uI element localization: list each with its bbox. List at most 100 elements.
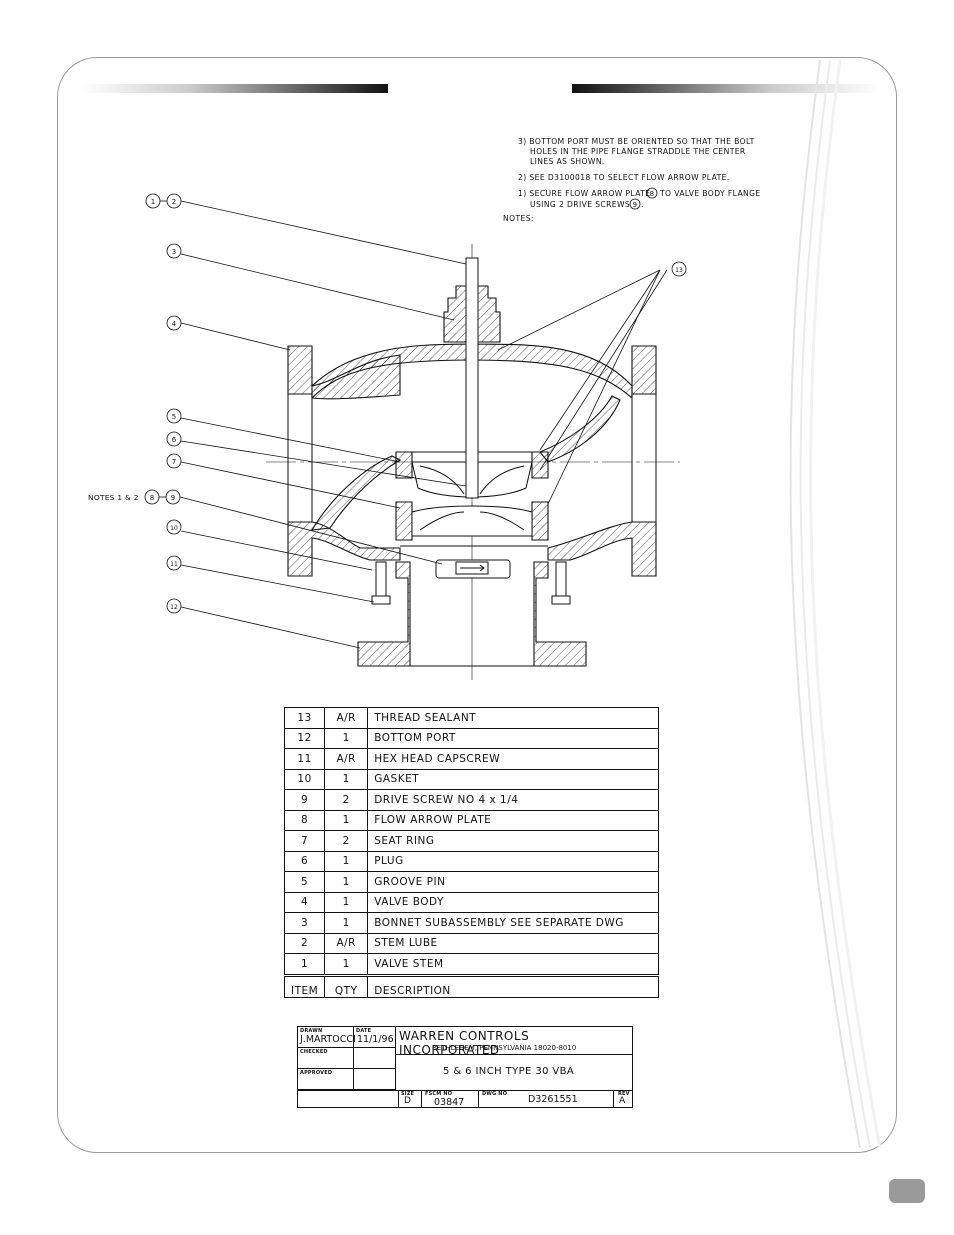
qty-cell: 2 xyxy=(324,830,369,852)
note-1-line-2a: USING 2 DRIVE SCREWS xyxy=(530,200,630,209)
note-1-line-1a: 1) SECURE FLOW ARROW PLATE xyxy=(518,189,650,198)
note-3-line-1: 3) BOTTOM PORT MUST BE ORIENTED SO THAT … xyxy=(518,137,755,146)
balloon-9 xyxy=(165,489,181,505)
balloon-12-label: 12 xyxy=(170,604,178,611)
balloon-3 xyxy=(166,243,182,259)
seat-ring-upper-right xyxy=(531,451,549,479)
note-2: 2) SEE D3100018 TO SELECT FLOW ARROW PLA… xyxy=(518,173,730,182)
company-address: BETHLEHEM, PENNSYLVANIA 18020-8010 xyxy=(432,1044,577,1052)
seat-ring-lower xyxy=(395,501,413,541)
balloon-11 xyxy=(166,555,182,571)
note-3-line-3: LINES AS SHOWN. xyxy=(530,157,605,166)
drawn-label: DRAWN xyxy=(300,1028,323,1034)
item-cell: 2 xyxy=(283,932,326,954)
balloon-5 xyxy=(166,408,182,424)
description-cell: STEM LUBE xyxy=(367,932,659,954)
balloon-4-label: 4 xyxy=(172,320,177,328)
checked-label: CHECKED xyxy=(300,1049,328,1055)
description-cell: DRIVE SCREW NO 4 x 1/4 xyxy=(367,789,659,811)
bottom-port-right xyxy=(533,561,587,667)
approved-label: APPROVED xyxy=(300,1070,333,1076)
drawn-by: J.MARTOCCI xyxy=(300,1034,356,1045)
qty-cell: 1 xyxy=(324,891,369,913)
decorative-swoosh xyxy=(789,60,882,1149)
drawing-title: 5 & 6 INCH TYPE 30 VBA xyxy=(443,1066,575,1077)
note-1-ref-balloon-9 xyxy=(629,198,641,210)
description-cell: VALVE BODY xyxy=(367,891,659,913)
capscrew-right xyxy=(555,561,567,597)
balloon-13-label: 13 xyxy=(675,267,683,274)
balloon-1-label: 1 xyxy=(151,198,155,206)
capscrew-right-head xyxy=(551,595,571,605)
balloon-7-label: 7 xyxy=(172,458,176,466)
title-block: DRAWN J.MARTOCCI DATE 11/1/96 CHECKED AP… xyxy=(297,1026,633,1108)
description-cell: SEAT RING xyxy=(367,830,659,852)
valve-stem xyxy=(465,257,479,499)
dwg-no-label: DWG NO xyxy=(482,1091,508,1097)
item-cell: 11 xyxy=(283,748,326,770)
balloon-7 xyxy=(166,453,182,469)
notes-block: 3) BOTTOM PORT MUST BE ORIENTED SO THAT … xyxy=(503,137,760,223)
valve-cross-section-drawing: 1 2 3 4 5 6 7 8 9 10 11 12 13 NOTES 1 & … xyxy=(88,193,687,680)
note-1-ref-balloon-8 xyxy=(646,187,658,199)
description-cell: BOTTOM PORT xyxy=(367,727,659,749)
drawing-date: 11/1/96 xyxy=(357,1034,394,1045)
description-cell: GROOVE PIN xyxy=(367,871,659,893)
qty-cell: 1 xyxy=(324,809,369,831)
balloon-5-label: 5 xyxy=(172,413,176,421)
item-cell: 8 xyxy=(283,809,326,831)
item-cell: 7 xyxy=(283,830,326,852)
note-1-line-2b: . xyxy=(641,200,644,209)
item-cell: 3 xyxy=(283,912,326,934)
item-header: ITEM xyxy=(283,973,326,998)
balloon-6-label: 6 xyxy=(172,436,177,444)
partition-web-right xyxy=(539,395,621,463)
balloon-6 xyxy=(166,431,182,447)
qty-cell: A/R xyxy=(324,748,369,770)
balloon-2-label: 2 xyxy=(172,198,176,206)
revision: A xyxy=(619,1096,626,1106)
description-cell: HEX HEAD CAPSCREW xyxy=(367,748,659,770)
qty-cell: 1 xyxy=(324,727,369,749)
description-cell: PLUG xyxy=(367,850,659,872)
drawing-size: D xyxy=(404,1096,411,1106)
date-label: DATE xyxy=(356,1028,372,1034)
fscm-number: 03847 xyxy=(434,1097,465,1108)
qty-cell: 1 xyxy=(324,953,369,976)
note-3-line-2: HOLES IN THE PIPE FLANGE STRADDLE THE CE… xyxy=(530,147,746,156)
rev-label: REV xyxy=(618,1091,630,1097)
balloon-10 xyxy=(166,519,182,535)
item-cell: 4 xyxy=(283,891,326,913)
balloon-11-label: 11 xyxy=(170,561,178,568)
notes-ref-label: NOTES 1 & 2 xyxy=(88,493,139,502)
plug-lower xyxy=(411,505,533,537)
balloon-13 xyxy=(671,261,687,277)
qty-cell: 1 xyxy=(324,768,369,790)
item-cell: 6 xyxy=(283,850,326,872)
bottom-port xyxy=(357,561,411,667)
item-cell: 13 xyxy=(283,707,326,729)
description-cell: THREAD SEALANT xyxy=(367,707,659,729)
right-flange xyxy=(631,345,657,395)
note-1-ref-9: 9 xyxy=(633,201,638,209)
header-gradient-bar-right xyxy=(572,84,880,93)
item-cell: 5 xyxy=(283,871,326,893)
company-name: WARREN CONTROLS INCORPORATED xyxy=(399,1029,530,1057)
qty-cell: A/R xyxy=(324,707,369,729)
qty-cell: 1 xyxy=(324,912,369,934)
description-cell: GASKET xyxy=(367,768,659,790)
fscm-label: FSCM NO xyxy=(425,1091,453,1097)
qty-header: QTY xyxy=(324,973,369,998)
balloon-3-label: 3 xyxy=(172,248,176,256)
seat-ring-upper xyxy=(395,451,413,479)
flow-arrow-icon xyxy=(460,564,485,572)
